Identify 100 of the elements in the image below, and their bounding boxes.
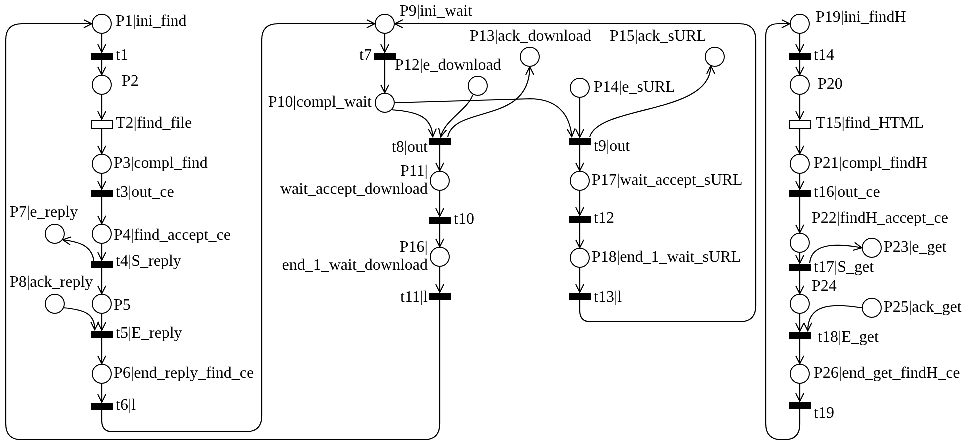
arc-arrow	[97, 174, 107, 190]
place-circle	[790, 233, 810, 253]
transition-bar	[91, 402, 113, 410]
arc-arrow	[97, 34, 107, 54]
place-label: P6|end_reply_find_ce	[114, 365, 254, 383]
place-circle	[468, 76, 488, 96]
arc-arrow	[795, 253, 805, 264]
transition-label: t5|E_reply	[116, 325, 182, 343]
place-label: P9|ini_wait	[400, 3, 473, 21]
arc-arrow	[765, 19, 801, 441]
transition-bar	[789, 190, 811, 196]
transition-label: t9|out	[594, 138, 630, 156]
place-label: P17|wait_accept_sURL	[592, 172, 743, 190]
transition-bar	[429, 216, 451, 224]
place-circle	[790, 294, 810, 314]
transition-label: t7	[360, 47, 372, 65]
place-label: P1|ini_find	[116, 13, 187, 31]
transition-label: t12	[594, 210, 614, 228]
transition-bar	[789, 264, 811, 270]
arc-arrow	[97, 128, 107, 155]
place-label: P24	[812, 278, 837, 296]
arc-arrow	[5, 19, 441, 441]
transition-bar	[91, 330, 113, 338]
place-circle	[862, 238, 882, 258]
place-label: P18|end_1_wait_sURL	[592, 249, 741, 267]
transition-bar	[429, 138, 451, 144]
arc-arrow	[448, 66, 534, 138]
place-circle	[790, 364, 810, 384]
arc-arrow	[435, 267, 445, 294]
arc-arrow	[795, 270, 805, 295]
transition-bar	[789, 52, 811, 60]
place-label: P2	[122, 73, 139, 91]
place-circle	[862, 298, 882, 318]
transition-bar	[789, 402, 811, 408]
transition-label: T2|find_file	[116, 115, 192, 133]
arc-arrow	[435, 191, 445, 218]
transition-bar	[91, 190, 113, 196]
place-label: P12|e_download	[395, 57, 502, 75]
transition-label: T15|find_HTML	[816, 115, 924, 133]
arc-arrow	[97, 314, 107, 332]
transition-label: t13|l	[594, 289, 622, 307]
arc-arrow	[97, 244, 107, 262]
place-circle	[45, 224, 65, 244]
place-circle	[430, 171, 450, 191]
place-label: P4|find_accept_ce	[114, 227, 231, 245]
arc-arrow	[97, 384, 107, 404]
transition-box	[789, 120, 811, 128]
transition-label: t11|l	[400, 289, 428, 307]
transition-bar	[91, 260, 113, 268]
place-circle	[790, 75, 810, 95]
place-label: P16|end_1_wait_download	[281, 239, 428, 275]
arc-arrow	[795, 174, 805, 190]
place-label: P20	[818, 76, 843, 94]
place-label: P13|ack_download	[470, 28, 592, 46]
place-circle	[430, 247, 450, 267]
transition-bar	[374, 52, 396, 60]
transition-bar	[429, 292, 451, 300]
place-label: P3|compl_find	[114, 155, 208, 173]
arc-arrow	[575, 222, 585, 249]
place-label: P11|wait_accept_download	[280, 163, 428, 199]
arc-arrow	[804, 305, 862, 332]
place-circle	[92, 294, 112, 314]
place-circle	[375, 14, 395, 34]
arc-arrow	[394, 19, 757, 323]
arc-arrow	[97, 95, 107, 120]
place-label: P25|ack_get	[884, 299, 962, 317]
place-circle	[790, 14, 810, 34]
arc-arrow	[435, 224, 445, 248]
arc-arrow	[575, 191, 585, 216]
arc-arrow	[575, 98, 585, 138]
transition-label: t1	[116, 47, 128, 65]
arc-arrow	[575, 144, 585, 172]
place-circle	[570, 248, 590, 268]
arc-arrow	[795, 314, 805, 332]
arc-arrow	[394, 98, 576, 138]
transition-label: t8|out	[392, 139, 428, 157]
arc-arrow	[795, 60, 805, 76]
arc-arrow	[575, 268, 585, 294]
arc-arrow	[380, 34, 390, 54]
arc-arrow	[795, 384, 805, 402]
place-circle	[92, 224, 112, 244]
transition-label: t10	[454, 211, 474, 229]
arc-arrow	[795, 95, 805, 120]
transition-bar	[569, 292, 591, 300]
transition-box	[91, 120, 113, 128]
arc-arrow	[64, 307, 100, 331]
place-label: P26|end_get_findH_ce	[814, 365, 960, 383]
place-label: P8|ack_reply	[10, 274, 94, 292]
arc-arrow	[62, 236, 95, 262]
arc-arrow	[392, 109, 437, 138]
arc-arrow	[97, 268, 107, 295]
transition-label: t17|S_get	[814, 259, 874, 277]
arc-arrow	[795, 34, 805, 54]
transition-bar	[569, 216, 591, 222]
place-circle	[92, 14, 112, 34]
place-circle	[520, 47, 540, 67]
transition-label: t16|out_ce	[814, 184, 880, 202]
place-circle	[705, 47, 725, 67]
place-label: P14|e_sURL	[594, 79, 676, 97]
place-label: P15|ack_sURL	[610, 28, 707, 46]
